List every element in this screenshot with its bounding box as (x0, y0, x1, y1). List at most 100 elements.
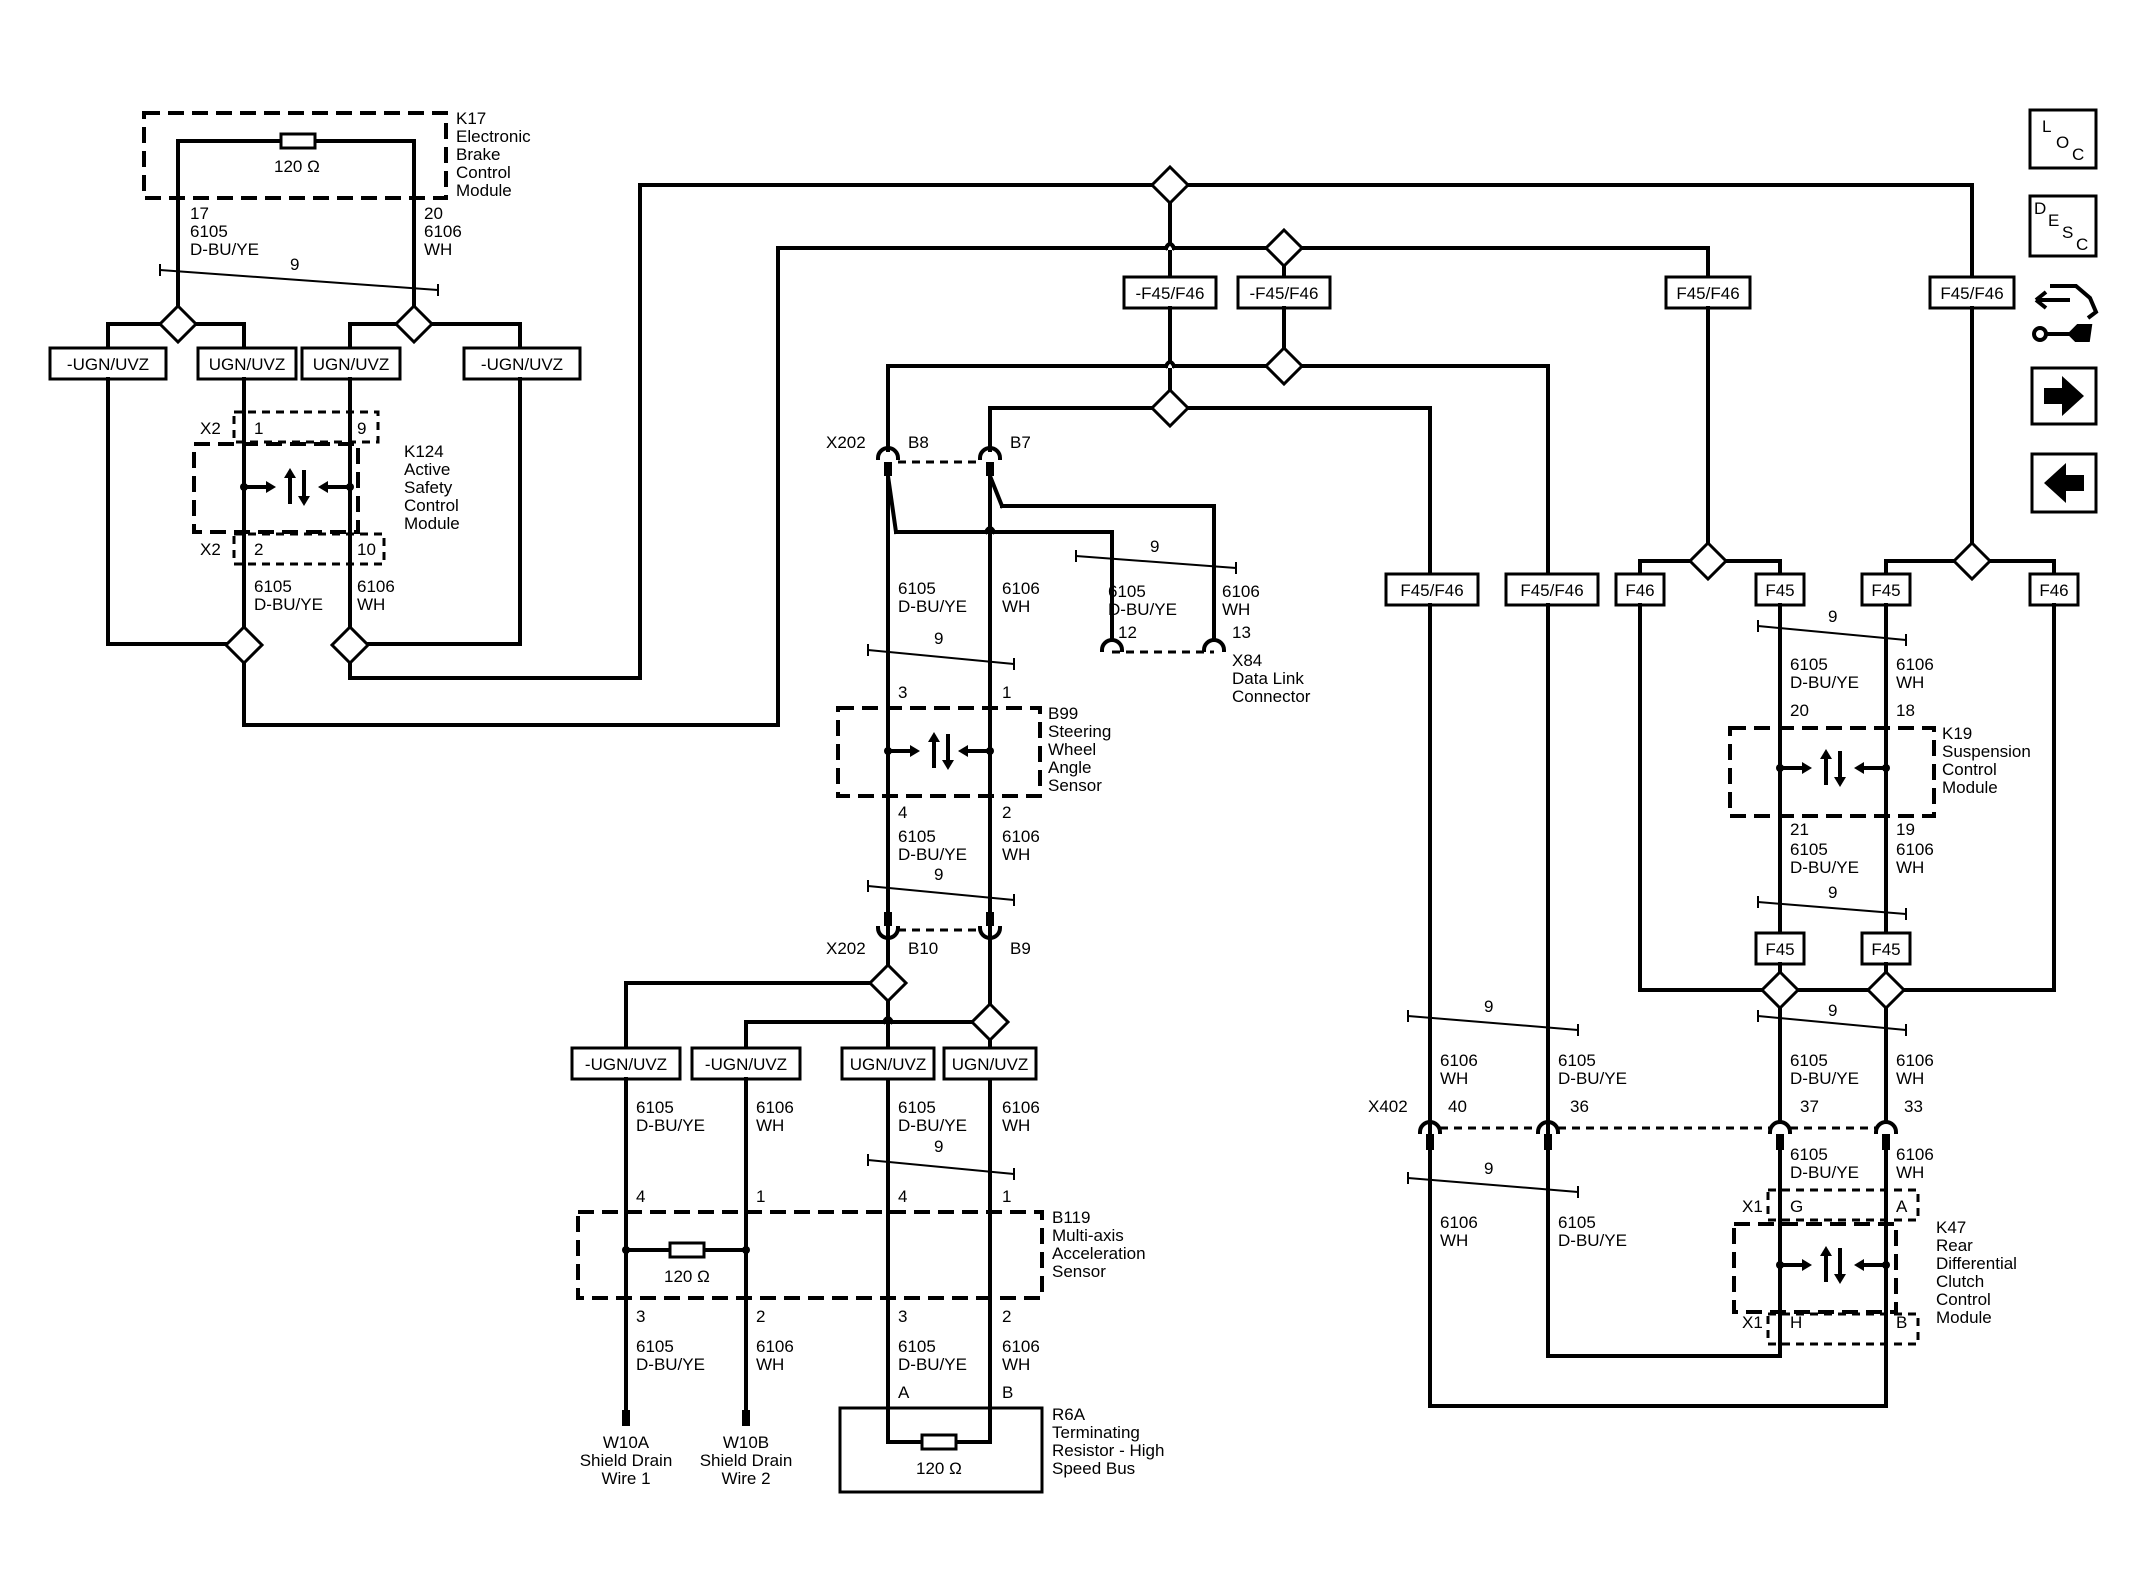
x402-w2-color-a: WH (1440, 1069, 1468, 1088)
splice-top-2 (1263, 227, 1305, 269)
k19-twist-bottom: 9 (1828, 883, 1837, 902)
k17-resistor-label: 120 Ω (274, 157, 320, 176)
k47-name-1: Rear (1936, 1236, 1973, 1255)
k47-w2-color: WH (1896, 1163, 1924, 1182)
r6a-w1-color: D-BU/YE (898, 1355, 967, 1374)
r6a-ref: R6A (1052, 1405, 1086, 1424)
x84-w2-circuit: 6106 (1222, 582, 1260, 601)
k19-pin-21: 21 (1790, 820, 1809, 839)
b99-w1-circuit-bottom: 6105 (898, 827, 936, 846)
r6a-w2-circuit: 6106 (1002, 1337, 1040, 1356)
x84-ref: X84 (1232, 651, 1262, 670)
x84-name-1: Data Link (1232, 669, 1304, 688)
w10a-name-2: Wire 1 (601, 1469, 650, 1488)
splice-k19-top-2 (1951, 540, 1993, 582)
k17-pin-20: 20 (424, 204, 443, 223)
x202-ref-bottom: X202 (826, 939, 866, 958)
k17-w1-color: D-BU/YE (190, 240, 259, 259)
k124-name-3: Control (404, 496, 459, 515)
splice-k17-1 (157, 303, 199, 345)
k17-w2-color: WH (424, 240, 452, 259)
arrow-left-icon (2044, 463, 2084, 503)
k124-ref: K124 (404, 442, 444, 461)
k17-name-2: Brake (456, 145, 500, 164)
k19-w1-circuit-top: 6105 (1790, 655, 1828, 674)
x202-pin-b8: B8 (908, 433, 929, 452)
desc-letter-d: D (2034, 199, 2046, 218)
w10b-ref: W10B (723, 1433, 769, 1452)
b99-w2-circuit-bottom: 6106 (1002, 827, 1040, 846)
opt-ugn-4: UGN/UVZ (952, 1055, 1029, 1074)
k47-w2-circuit: 6106 (1896, 1145, 1934, 1164)
x402-w1-color-a: D-BU/YE (1558, 1069, 1627, 1088)
nav-desc-button[interactable]: D E S C (2028, 194, 2098, 258)
w10b-name-1: Shield Drain (700, 1451, 793, 1470)
nav-diagnostic-button[interactable] (2032, 284, 2099, 342)
k124-pin-1: 1 (254, 419, 263, 438)
b119-pin-1b: 1 (1002, 1187, 1011, 1206)
opt-f45-4: F45 (1871, 940, 1900, 959)
splice-k124-1 (223, 624, 265, 666)
x402-twist-bottom: 9 (1484, 1159, 1493, 1178)
location-icon: L O C (2042, 117, 2084, 164)
k19-w2-circuit-top: 6106 (1896, 655, 1934, 674)
b99-w2-circuit-top: 6106 (1002, 579, 1040, 598)
r6a-name-1: Terminating (1052, 1423, 1140, 1442)
splice-top-1 (1149, 164, 1191, 206)
opt-f45-3: F45 (1765, 940, 1794, 959)
r6a-pin-b: B (1002, 1383, 1013, 1402)
b99-w2-color-top: WH (1002, 597, 1030, 616)
b119-w2-color-b: WH (1002, 1116, 1030, 1135)
b119-pin-1a: 1 (756, 1187, 765, 1206)
splice-b119-2 (969, 1001, 1011, 1043)
k19-ref: K19 (1942, 724, 1972, 743)
splice-k19-top-1 (1687, 540, 1729, 582)
k47-conn-top: X1 (1742, 1197, 1763, 1216)
x84-w2-color: WH (1222, 600, 1250, 619)
k47-w1-circuit: 6105 (1790, 1145, 1828, 1164)
desc-letter-e: E (2048, 211, 2059, 230)
loc-letter-o: O (2056, 133, 2069, 152)
opt-f45f46-top-1: F45/F46 (1676, 284, 1739, 303)
nav-loc-button[interactable]: L O C (2028, 108, 2098, 170)
r6a-pin-a: A (898, 1383, 910, 1402)
k124-pin-10: 10 (357, 540, 376, 559)
b119-name-3: Sensor (1052, 1262, 1106, 1281)
b119-w1-color-c: D-BU/YE (636, 1355, 705, 1374)
x84-w1-color: D-BU/YE (1108, 600, 1177, 619)
k19-name-2: Control (1942, 760, 1997, 779)
k19-twist-top: 9 (1828, 607, 1837, 626)
opt-f45-1: F45 (1765, 581, 1794, 600)
nav-next-button[interactable] (2030, 366, 2098, 426)
opt-not-ugn-2: -UGN/UVZ (481, 355, 563, 374)
w10a-name-1: Shield Drain (580, 1451, 673, 1470)
k47-name-2: Differential (1936, 1254, 2017, 1273)
x202-pin-b9: B9 (1010, 939, 1031, 958)
k124-conn-top: X2 (200, 419, 221, 438)
b119-pin-2b: 2 (1002, 1307, 1011, 1326)
x402-twist-right: 9 (1828, 1001, 1837, 1020)
k47-ref: K47 (1936, 1218, 1966, 1237)
nav-prev-button[interactable] (2030, 452, 2098, 514)
k17-pin-17: 17 (190, 204, 209, 223)
opt-not-ugn-1: -UGN/UVZ (67, 355, 149, 374)
description-icon: D E S C (2034, 199, 2088, 254)
r6a-w2-color: WH (1002, 1355, 1030, 1374)
x84-pin-13: 13 (1232, 623, 1251, 642)
k47-pin-h: H (1790, 1313, 1802, 1332)
opt-not-f45f46-1: -F45/F46 (1136, 284, 1205, 303)
b119-ref: B119 (1052, 1208, 1090, 1227)
opt-f45-2: F45 (1871, 581, 1900, 600)
k47-name-4: Control (1936, 1290, 1991, 1309)
k17-splices: -UGN/UVZ UGN/UVZ UGN/UVZ -UGN/UVZ (48, 303, 582, 381)
k19-pin-20: 20 (1790, 701, 1809, 720)
x402-w1-circuit-c: 6105 (1558, 1213, 1596, 1232)
opt-not-ugn-3: -UGN/UVZ (585, 1055, 667, 1074)
b99-name-3: Angle (1048, 758, 1091, 777)
opt-f45f46-mid-1: F45/F46 (1400, 581, 1463, 600)
k47-name-5: Module (1936, 1308, 1992, 1327)
loc-letter-l: L (2042, 117, 2051, 136)
k17-name-1: Electronic (456, 127, 531, 146)
k19-w2-color-top: WH (1896, 673, 1924, 692)
b119-pin-3b: 3 (898, 1307, 907, 1326)
